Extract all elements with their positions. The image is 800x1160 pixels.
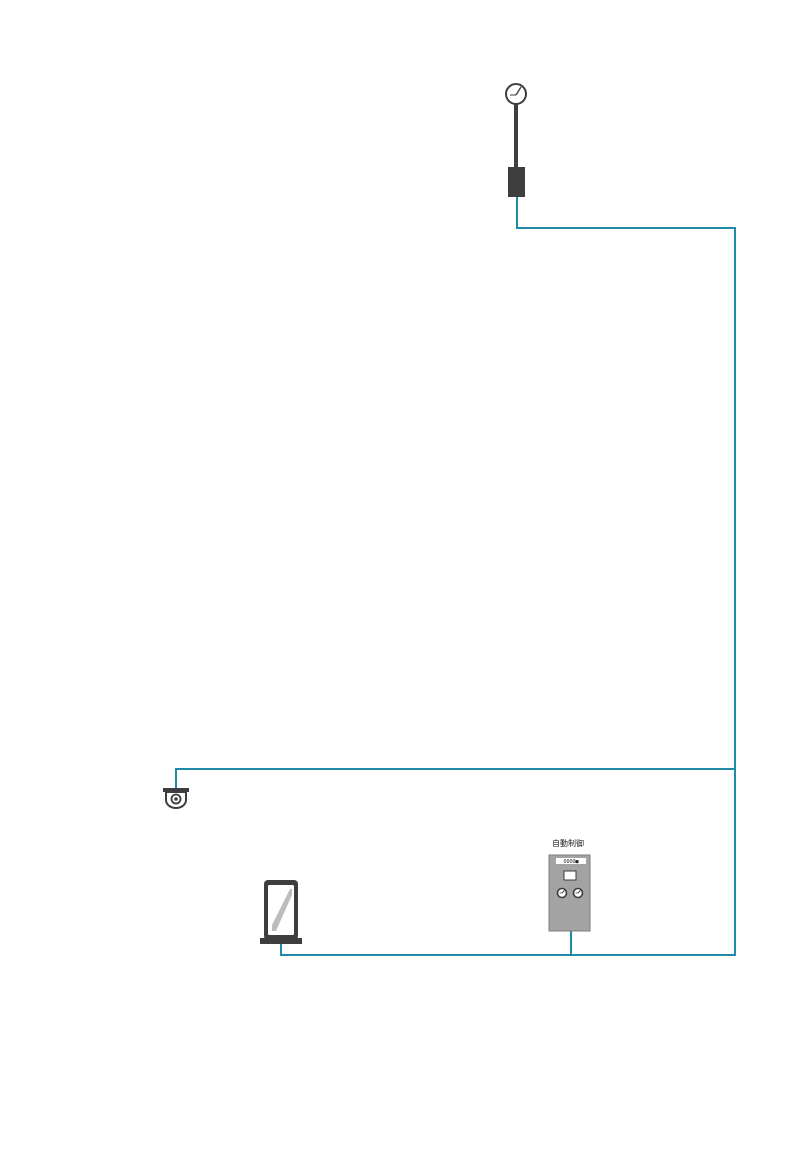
kiosk-screen-glare [272, 889, 292, 931]
camera-mount-plate [163, 788, 189, 792]
kiosk-base [260, 938, 302, 944]
control-panel-code: OOOO■ [563, 859, 578, 865]
control-panel-body [548, 854, 591, 932]
display-kiosk-icon [260, 880, 302, 944]
wire-trunk-to-bottom-bus [280, 768, 736, 956]
sensor-housing [508, 167, 525, 197]
dome-camera-icon [163, 788, 189, 809]
control-panel-display [563, 870, 577, 881]
wire-gauge-to-trunk [516, 195, 736, 770]
camera-lens-inner [174, 797, 178, 801]
control-panel-meter-left [556, 887, 568, 899]
gauge-needle [515, 86, 522, 96]
control-panel-meter-right [572, 887, 584, 899]
control-panel-icon: 自動制御 OOOO■ [548, 838, 591, 932]
control-panel-label: 自動制御 [552, 838, 584, 848]
wires [175, 195, 736, 956]
pressure-gauge-icon [505, 83, 527, 197]
control-panel-code-strip [556, 858, 586, 864]
gauge-stem [514, 104, 518, 168]
wire-trunk-to-camera [175, 768, 736, 789]
